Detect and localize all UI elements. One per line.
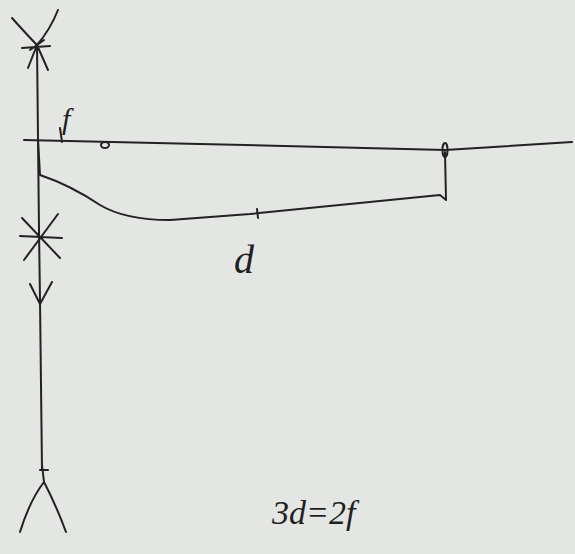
tick-mark bbox=[257, 209, 258, 218]
f-mark bbox=[60, 128, 62, 142]
top-star bbox=[12, 10, 58, 70]
bottom-legs bbox=[20, 465, 66, 532]
fork-mark bbox=[30, 282, 52, 304]
point-dot bbox=[101, 142, 109, 148]
distance-label: d bbox=[234, 240, 254, 280]
equation-label: 3d=2f bbox=[272, 496, 355, 530]
force-label: f bbox=[62, 104, 70, 134]
horizontal-line bbox=[24, 140, 572, 150]
cross-mark bbox=[20, 214, 62, 260]
sag-curve bbox=[38, 140, 446, 220]
vertical-line bbox=[37, 45, 42, 470]
